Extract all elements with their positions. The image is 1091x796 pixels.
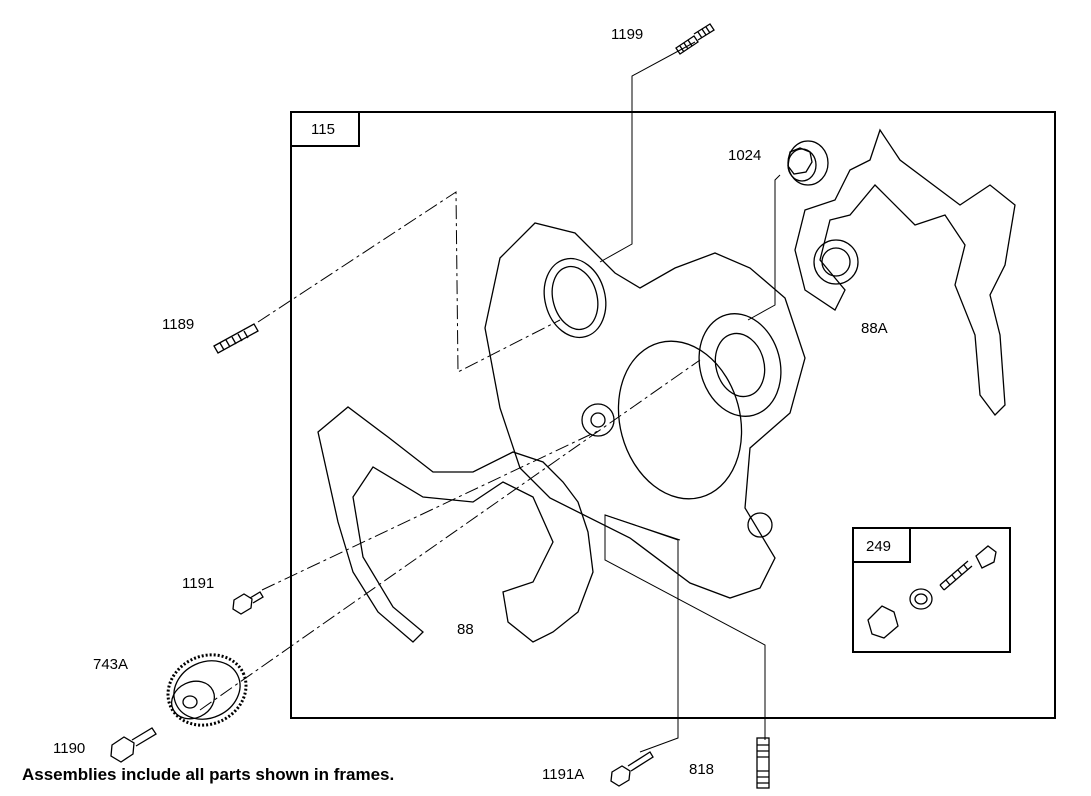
part-label-88A: 88A: [861, 320, 888, 337]
bolt-1191A: [610, 751, 654, 787]
bolt-1190: [110, 727, 157, 763]
gear-743A: [166, 653, 248, 727]
footer-note: Assemblies include all parts shown in fr…: [22, 765, 395, 784]
frame-249-tag-box: [852, 527, 911, 563]
frame-115-tag-box: [290, 111, 360, 147]
part-label-1191: 1191: [182, 575, 215, 592]
front-cover: [484, 222, 806, 599]
gasket-88A: [794, 128, 1016, 416]
assembly-frame-249: [852, 527, 1011, 653]
part-label-1190: 1190: [53, 740, 86, 757]
stud-818: [756, 737, 770, 789]
stud-1199: [675, 23, 715, 55]
part-label-743A: 743A: [93, 656, 129, 673]
leader-lines: [199, 41, 781, 753]
assembly-frame-115: [290, 111, 1056, 719]
part-label-1024: 1024: [728, 147, 762, 164]
relief-valve-249: [867, 545, 997, 639]
part-label-1189: 1189: [162, 316, 195, 333]
seal-1024: [787, 140, 829, 186]
part-label-1191A: 1191A: [542, 766, 585, 783]
part-label-88: 88: [457, 621, 474, 638]
stud-1189: [213, 323, 259, 354]
part-label-818: 818: [689, 761, 715, 778]
frame-115-label: 115: [311, 121, 335, 138]
bolt-1191: [232, 591, 264, 615]
gasket-88: [317, 406, 594, 643]
frame-249-label: 249: [866, 538, 892, 555]
part-label-1199: 1199: [611, 26, 644, 43]
